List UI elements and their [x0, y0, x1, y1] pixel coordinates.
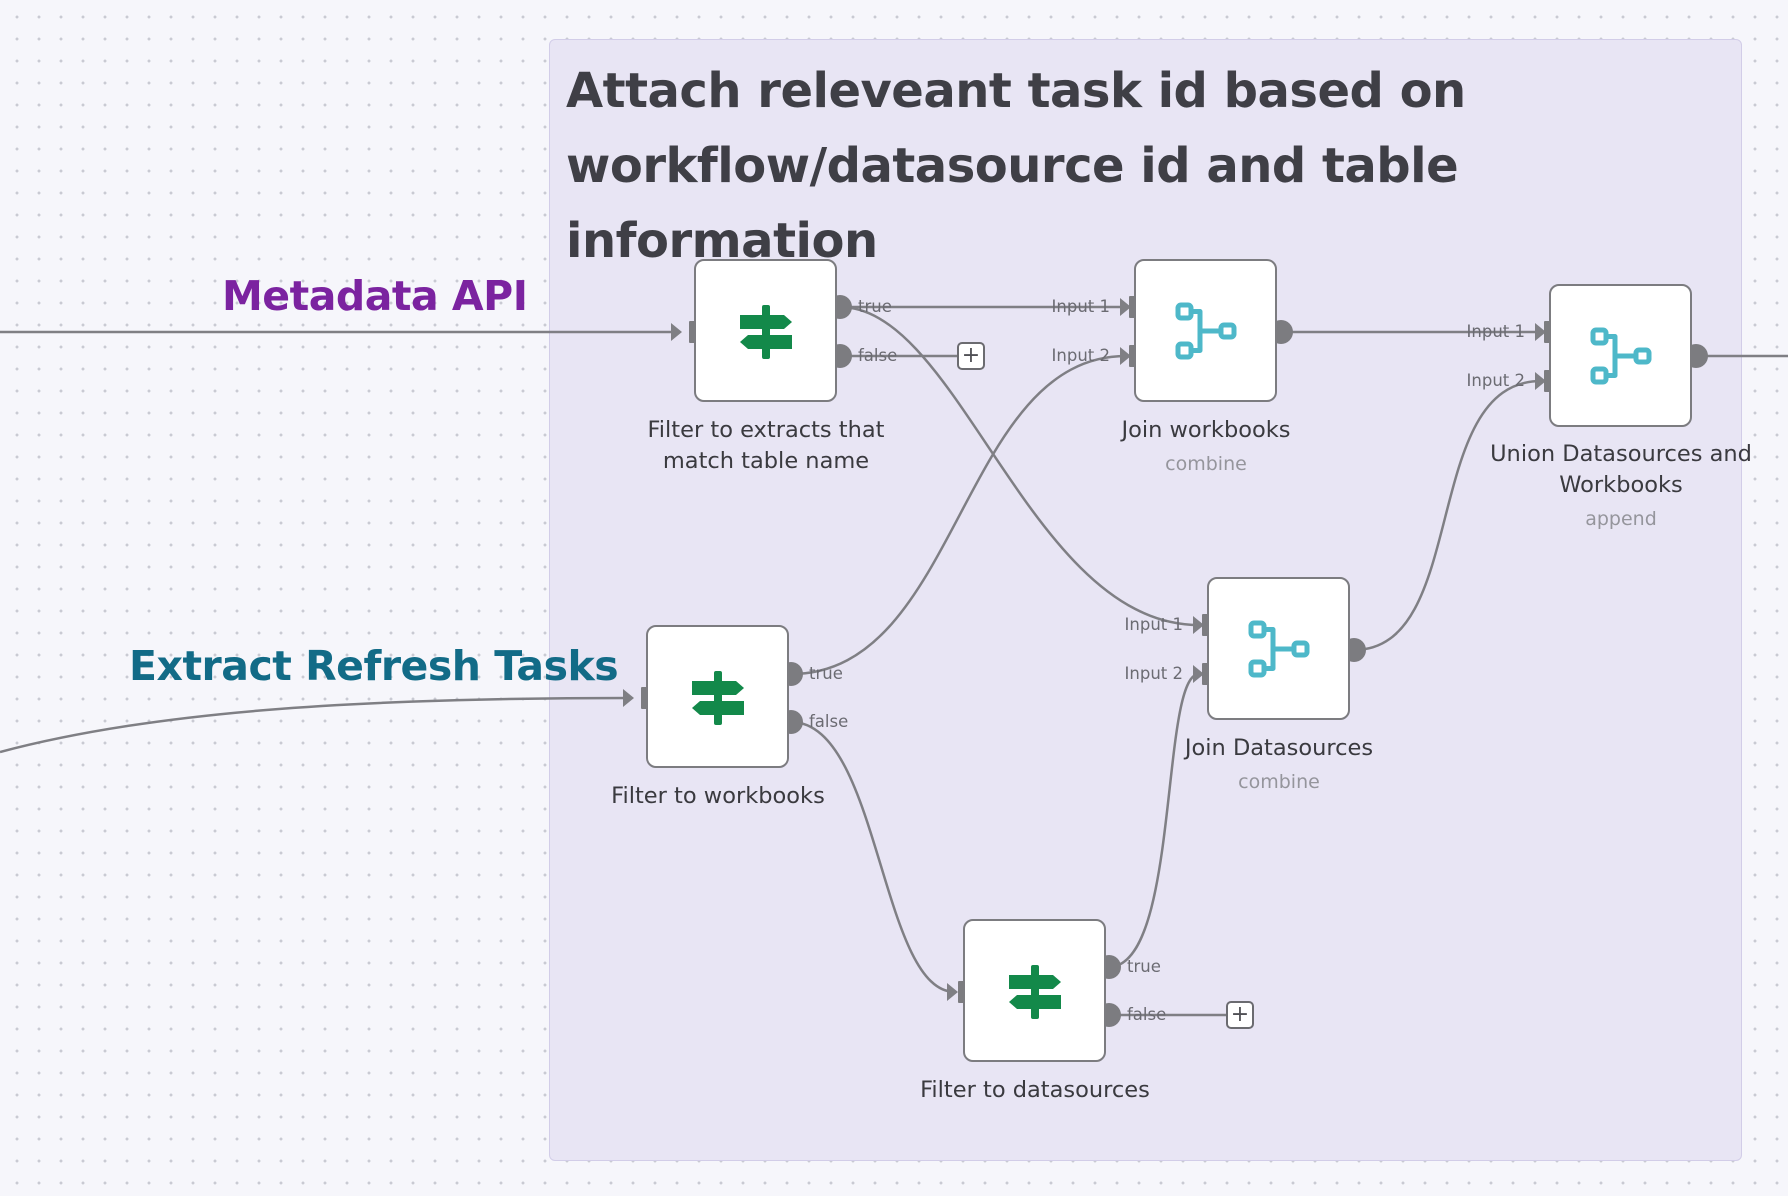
output-label-false: false: [1127, 1005, 1167, 1024]
input-arrow: [1535, 323, 1546, 341]
node-filter-extracts-name: Filter to extracts that match table name: [647, 417, 885, 474]
connection-filter-extracts-true-to-join-datasources: [839, 305, 1200, 627]
node-union-subtitle: append: [1585, 508, 1657, 530]
node-filter-workbooks[interactable]: [646, 625, 789, 768]
node-join-datasources-subtitle: combine: [1238, 771, 1320, 793]
input-label-1: Input 1: [1466, 322, 1525, 341]
add-node-button[interactable]: +: [957, 342, 985, 370]
connection-filter-workbooks-true-to-join-workbooks: [790, 354, 1127, 676]
merge-icon: [1589, 324, 1653, 388]
node-filter-datasources[interactable]: [963, 919, 1106, 1062]
node-filter-workbooks-name: Filter to workbooks: [611, 783, 825, 809]
input-arrow: [1120, 347, 1131, 365]
node-join-workbooks-subtitle: combine: [1165, 453, 1247, 475]
node-join-workbooks[interactable]: [1134, 259, 1277, 402]
node-join-datasources-name: Join Datasources: [1184, 735, 1374, 761]
output-label-true: true: [858, 297, 892, 316]
node-union[interactable]: [1549, 284, 1692, 427]
node-join-datasources[interactable]: [1207, 577, 1350, 720]
sticky-note-title: Attach releveant task id based on workfl…: [566, 63, 1466, 269]
node-filter-datasources-name: Filter to datasources: [920, 1077, 1150, 1103]
input-arrow: [623, 689, 634, 707]
connection-join-datasources-to-union: [1353, 379, 1542, 652]
signpost-icon: [1003, 959, 1067, 1023]
merge-icon: [1247, 617, 1311, 681]
node-filter-extracts[interactable]: [694, 259, 837, 402]
output-label-false: false: [858, 346, 898, 365]
input-arrow: [1193, 616, 1204, 634]
connection-filter-workbooks-false-to-filter-datasources: [790, 720, 956, 994]
node-join-workbooks-name: Join workbooks: [1121, 417, 1291, 443]
signpost-icon: [734, 299, 798, 363]
input-label-1: Input 1: [1124, 615, 1183, 634]
node-union-name: Union Datasources and Workbooks: [1490, 441, 1752, 498]
extract-refresh-tasks-label: Extract Refresh Tasks: [129, 642, 619, 690]
input-arrow: [947, 983, 958, 1001]
connection-filter-datasources-true-to-join-datasources: [1108, 672, 1200, 969]
input-label-2: Input 2: [1466, 371, 1525, 390]
sticky-note[interactable]: Attach releveant task id based on workfl…: [549, 39, 1742, 1161]
add-node-button[interactable]: +: [1226, 1001, 1254, 1029]
input-label-2: Input 2: [1124, 664, 1183, 683]
input-arrow: [1535, 372, 1546, 390]
input-label-1: Input 1: [1051, 297, 1110, 316]
merge-icon: [1174, 299, 1238, 363]
input-label-2: Input 2: [1051, 346, 1110, 365]
output-label-true: true: [809, 664, 843, 683]
output-label-false: false: [809, 712, 849, 731]
output-label-true: true: [1127, 957, 1161, 976]
metadata-api-label: Metadata API: [222, 272, 528, 320]
input-arrow: [1120, 298, 1131, 316]
connection-extract-refresh-to-filter-workbooks: [0, 696, 631, 754]
signpost-icon: [686, 665, 750, 729]
input-arrow: [1193, 665, 1204, 683]
input-arrow: [671, 323, 682, 341]
